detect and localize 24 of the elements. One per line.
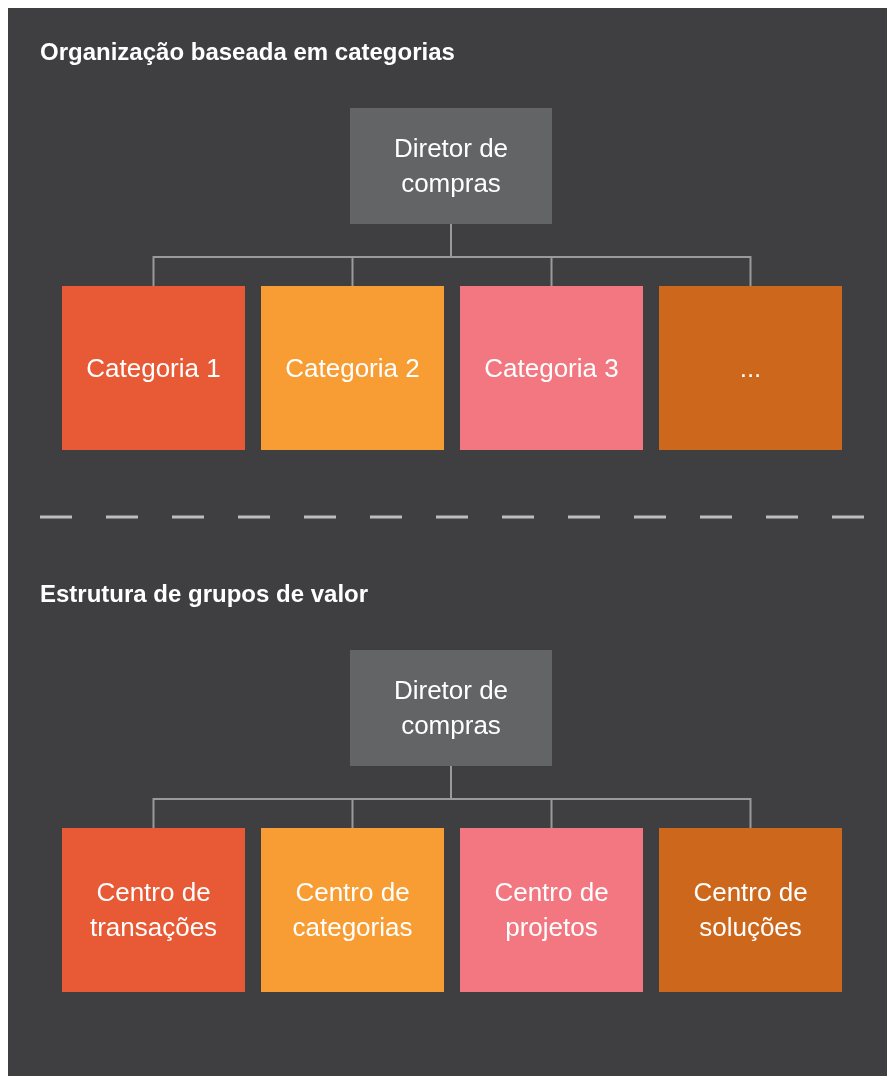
box-label: Centro de categorias (291, 876, 414, 944)
section-heading: Estrutura de grupos de valor (40, 580, 369, 608)
connector-line (450, 223, 752, 287)
director-box (350, 650, 552, 766)
category-box (261, 828, 444, 992)
box-label: Categoria 3 (484, 351, 619, 385)
category-box (659, 828, 842, 992)
box-label: Categoria 2 (285, 351, 420, 385)
category-box (261, 286, 444, 450)
box-label: Centro de soluções (692, 876, 809, 944)
connector-line (450, 765, 752, 829)
category-box (62, 828, 245, 992)
box-label: Diretor de compras (392, 132, 510, 200)
box-label: Diretor de compras (392, 674, 510, 742)
category-box (62, 286, 245, 450)
box-label: Categoria 1 (86, 351, 221, 385)
section-heading: Organização baseada em categorias (40, 38, 455, 66)
category-box (460, 286, 643, 450)
director-box (350, 108, 552, 224)
box-label: ... (739, 351, 762, 385)
box-label: Centro de transações (88, 876, 219, 944)
category-box (659, 286, 842, 450)
box-label: Centro de projetos (493, 876, 610, 944)
category-box (460, 828, 643, 992)
